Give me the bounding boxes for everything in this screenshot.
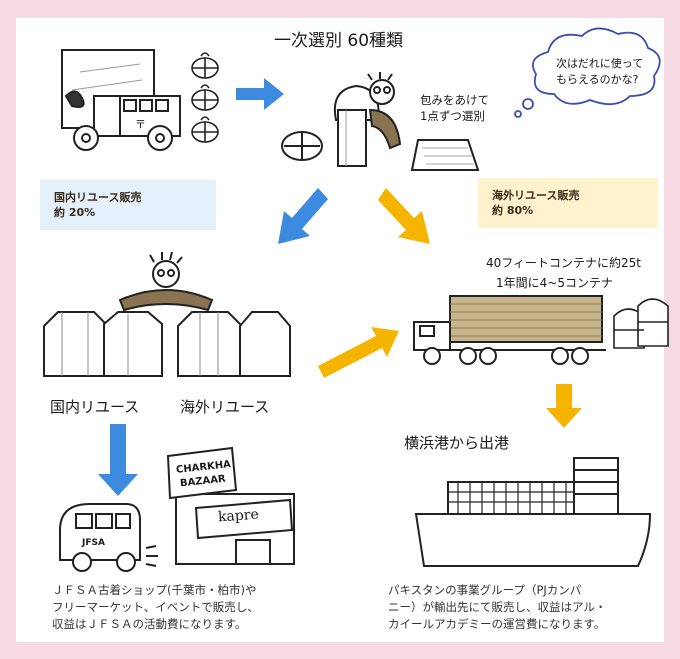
arrow-down-icon <box>546 384 582 428</box>
shop-sign-kapre: kapre <box>217 506 260 526</box>
domestic-ratio-value: 約 20% <box>54 206 96 219</box>
port-label: 横浜港から出港 <box>404 434 510 452</box>
bales-icon <box>613 298 669 349</box>
arrow-down-left-icon <box>278 188 328 244</box>
overseas-ratio-title: 海外リユース販売 <box>492 189 580 202</box>
overseas-ratio-value: 約 80% <box>492 204 534 217</box>
arrow-right-icon <box>236 78 284 110</box>
svg-text:〒: 〒 <box>135 118 146 131</box>
thought-cloud <box>514 27 661 118</box>
delivery-truck-icon: 〒 <box>61 49 181 151</box>
cargo-ship-icon <box>414 457 652 567</box>
person-with-clothes-icon <box>43 251 291 377</box>
sorting-person-icon <box>281 72 480 171</box>
arrow-down-icon <box>98 424 138 496</box>
domestic-reuse-label: 国内リユース <box>50 398 140 416</box>
van-text: JFSA <box>82 538 105 548</box>
domestic-caption: ＪＦＳＡ古着ショップ(千葉市・柏市)や フリーマーケット、イベントで販売し、 収… <box>52 582 332 633</box>
overseas-caption-line3: カイールアカデミーの運営費になります。 <box>388 617 606 631</box>
overseas-caption: パキスタンの事業グループ（PJカンパ ニー）が輸出先にて販売し、収益はアル・ カ… <box>388 582 668 633</box>
thought-text: 次はだれに使って もらえるのかな? <box>556 57 644 86</box>
van-icon <box>59 503 158 572</box>
overseas-caption-line2: ニー）が輸出先にて販売し、収益はアル・ <box>388 600 607 614</box>
bundle-icon <box>191 52 219 143</box>
arrow-up-right-icon <box>318 327 399 378</box>
domestic-caption-line2: フリーマーケット、イベントで販売し、 <box>52 600 259 614</box>
domestic-caption-line1: ＪＦＳＡ古着ショップ(千葉市・柏市)や <box>52 583 257 597</box>
overseas-reuse-label: 海外リユース <box>180 398 270 416</box>
overseas-ratio-label: 海外リユース販売 約 80% <box>478 178 658 228</box>
container-note-line1: 40フィートコンテナに約25t <box>486 256 642 270</box>
container-truck-icon <box>413 295 606 365</box>
overseas-caption-line1: パキスタンの事業グループ（PJカンパ <box>388 583 582 597</box>
container-note-line2: 1年間に4~5コンテナ <box>496 276 613 290</box>
arrow-down-right-icon <box>378 188 430 244</box>
domestic-ratio-title: 国内リユース販売 <box>54 191 142 204</box>
shop-building-icon <box>166 446 295 565</box>
domestic-caption-line3: 収益はＪＦＳＡの活動費になります。 <box>52 617 247 631</box>
sorting-title: 一次選別 60種類 <box>274 31 404 51</box>
domestic-ratio-label: 国内リユース販売 約 20% <box>40 180 216 230</box>
sorting-note: 包みをあけて 1点ずつ選別 <box>420 93 489 123</box>
